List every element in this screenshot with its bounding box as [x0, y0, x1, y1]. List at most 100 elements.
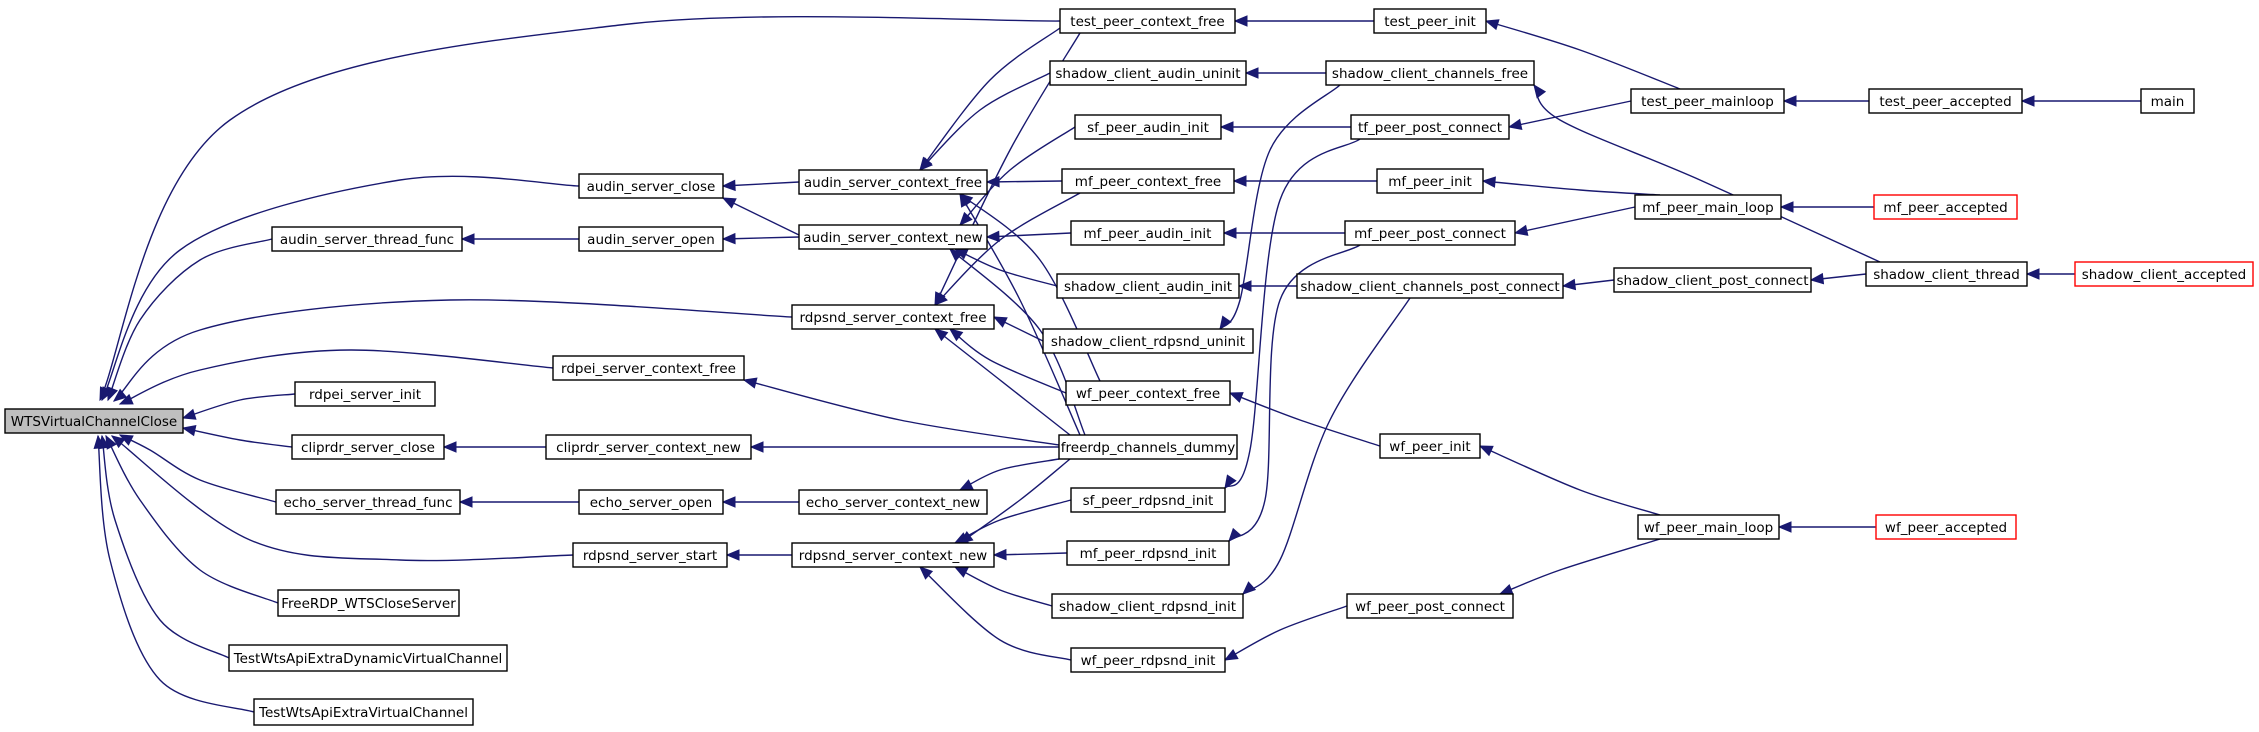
- edge-cliprdr-server-context-new-to-cliprdr-server-close: [442, 441, 546, 453]
- node-shadow-client-accepted[interactable]: shadow_client_accepted: [2074, 261, 2254, 287]
- node-test-peer-context-free[interactable]: test_peer_context_free: [1059, 8, 1236, 34]
- node-wf-peer-post-connect[interactable]: wf_peer_post_connect: [1346, 593, 1514, 619]
- node-box: [1061, 168, 1235, 194]
- node-audin-server-context-new[interactable]: audin_server_context_new: [798, 224, 988, 250]
- node-sf-peer-rdpsnd-init[interactable]: sf_peer_rdpsnd_init: [1070, 487, 1226, 513]
- node-label: wf_peer_main_loop: [1644, 520, 1773, 536]
- node-mf-peer-context-free[interactable]: mf_peer_context_free: [1061, 168, 1235, 194]
- edge-wf-peer-context-free-to-rdpsnd-server-context-free: [948, 328, 1067, 394]
- node-echo-server-thread-func[interactable]: echo_server_thread_func: [275, 489, 461, 515]
- node-box: [1066, 540, 1230, 566]
- edge-line: [1533, 84, 1881, 263]
- edge-test-peer-context-free-to-wtsvirtualchannelclose: [99, 15, 1061, 402]
- node-shadow-client-rdpsnd-init[interactable]: shadow_client_rdpsnd_init: [1051, 593, 1244, 619]
- arrowhead-icon: [1237, 280, 1252, 292]
- node-audin-server-open[interactable]: audin_server_open: [578, 226, 724, 252]
- node-shadow-client-post-connect[interactable]: shadow_client_post_connect: [1613, 267, 1812, 293]
- node-label: mf_peer_accepted: [1883, 200, 2007, 216]
- node-rdpsnd-server-context-free[interactable]: rdpsnd_server_context_free: [791, 304, 995, 330]
- node-echo-server-open[interactable]: echo_server_open: [578, 489, 724, 515]
- arrowhead-icon: [1223, 649, 1239, 661]
- node-mf-peer-rdpsnd-init[interactable]: mf_peer_rdpsnd_init: [1066, 540, 1230, 566]
- arrowhead-icon: [181, 408, 197, 420]
- node-rdpei-server-init[interactable]: rdpei_server_init: [294, 381, 436, 407]
- node-box: [277, 589, 460, 617]
- edge-line: [1485, 20, 1681, 90]
- arrowhead-icon: [2020, 95, 2035, 107]
- node-main[interactable]: main: [2140, 88, 2195, 114]
- edge-echo-server-thread-func-to-wtsvirtualchannelclose: [118, 434, 277, 503]
- edge-line: [959, 458, 1071, 544]
- arrowhead-icon: [110, 435, 126, 449]
- node-label: audin_server_open: [587, 232, 715, 248]
- node-wtsvirtualchannelclose: WTSVirtualChannelClose: [4, 408, 184, 434]
- node-cliprdr-server-close[interactable]: cliprdr_server_close: [291, 434, 445, 460]
- node-shadow-client-rdpsnd-uninit[interactable]: shadow_client_rdpsnd_uninit: [1042, 328, 1254, 354]
- node-shadow-client-audin-init[interactable]: shadow_client_audin_init: [1056, 273, 1240, 299]
- node-mf-peer-post-connect[interactable]: mf_peer_post_connect: [1344, 220, 1516, 246]
- node-audin-server-context-free[interactable]: audin_server_context_free: [798, 169, 988, 195]
- edge-audin-server-context-new-to-audin-server-open: [721, 232, 800, 245]
- edge-audin-server-thread-func-to-wtsvirtualchannelclose: [107, 238, 273, 402]
- node-sf-peer-audin-init[interactable]: sf_peer_audin_init: [1074, 114, 1222, 140]
- edge-cliprdr-server-close-to-wtsvirtualchannelclose: [181, 424, 293, 448]
- arrowhead-icon: [1228, 392, 1244, 403]
- node-test-peer-accepted[interactable]: test_peer_accepted: [1868, 88, 2023, 114]
- node-box: [1058, 434, 1238, 460]
- node-shadow-client-channels-post-connect[interactable]: shadow_client_channels_post_connect: [1296, 273, 1564, 299]
- node-mf-peer-audin-init[interactable]: mf_peer_audin_init: [1070, 220, 1225, 246]
- node-audin-server-close[interactable]: audin_server_close: [578, 173, 724, 199]
- node-rdpsnd-server-start[interactable]: rdpsnd_server_start: [572, 542, 728, 568]
- edge-mf-peer-post-connect-to-mf-peer-audin-init: [1222, 227, 1345, 239]
- node-testwtsapiextravirtualchannel[interactable]: TestWtsApiExtraVirtualChannel: [253, 698, 474, 726]
- edge-line: [182, 393, 296, 419]
- arrowhead-icon: [959, 211, 973, 226]
- node-label: mf_peer_rdpsnd_init: [1080, 546, 1217, 562]
- node-label: wf_peer_post_connect: [1355, 599, 1505, 615]
- node-box: [1065, 380, 1231, 406]
- node-mf-peer-main-loop[interactable]: mf_peer_main_loop: [1634, 194, 1782, 220]
- arrowhead-icon: [458, 496, 473, 508]
- arrowhead-icon: [992, 548, 1007, 561]
- node-label: mf_peer_init: [1388, 174, 1472, 190]
- node-tf-peer-post-connect[interactable]: tf_peer_post_connect: [1350, 114, 1510, 140]
- node-testwtsapiextradynamicvirtualchannel[interactable]: TestWtsApiExtraDynamicVirtualChannel: [228, 644, 508, 672]
- edge-mf-peer-context-free-to-rdpsnd-server-context-free: [934, 192, 1081, 306]
- node-shadow-client-channels-free[interactable]: shadow_client_channels_free: [1325, 60, 1535, 86]
- node-label: wf_peer_accepted: [1885, 520, 2007, 536]
- node-rdpsnd-server-context-new[interactable]: rdpsnd_server_context_new: [791, 542, 995, 568]
- node-wf-peer-accepted[interactable]: wf_peer_accepted: [1875, 514, 2017, 540]
- node-wf-peer-main-loop[interactable]: wf_peer_main_loop: [1637, 514, 1780, 540]
- node-wf-peer-init[interactable]: wf_peer_init: [1379, 433, 1481, 459]
- edge-line: [119, 434, 277, 503]
- edge-shadow-client-channels-post-connect-to-shadow-client-audin-init: [1237, 280, 1297, 292]
- node-shadow-client-audin-uninit[interactable]: shadow_client_audin_uninit: [1049, 60, 1247, 86]
- node-mf-peer-accepted[interactable]: mf_peer_accepted: [1873, 194, 2018, 220]
- node-box: [275, 489, 461, 515]
- node-echo-server-context-new[interactable]: echo_server_context_new: [798, 489, 988, 515]
- arrowhead-icon: [118, 393, 134, 405]
- node-wf-peer-context-free[interactable]: wf_peer_context_free: [1065, 380, 1231, 406]
- node-label: cliprdr_server_close: [301, 440, 435, 456]
- node-wf-peer-rdpsnd-init[interactable]: wf_peer_rdpsnd_init: [1070, 647, 1226, 673]
- node-label: wf_peer_context_free: [1076, 386, 1220, 402]
- node-box: [1325, 60, 1535, 86]
- node-box: [1059, 8, 1236, 34]
- edge-line: [1499, 538, 1661, 595]
- edge-mf-peer-init-to-mf-peer-context-free: [1232, 175, 1377, 187]
- node-test-peer-init[interactable]: test_peer_init: [1373, 8, 1487, 34]
- arrowhead-icon: [107, 386, 118, 402]
- node-shadow-client-thread[interactable]: shadow_client_thread: [1865, 261, 2028, 287]
- edge-line: [722, 236, 800, 240]
- node-cliprdr-server-context-new[interactable]: cliprdr_server_context_new: [545, 434, 752, 460]
- node-label: mf_peer_context_free: [1075, 174, 1221, 190]
- node-freerdp-channels-dummy[interactable]: freerdp_channels_dummy: [1058, 434, 1238, 460]
- node-test-peer-mainloop[interactable]: test_peer_mainloop: [1630, 88, 1785, 114]
- node-freerdp-wtscloseserver[interactable]: FreeRDP_WTSCloseServer: [277, 589, 460, 617]
- node-audin-server-thread-func[interactable]: audin_server_thread_func: [271, 226, 463, 252]
- node-rdpei-server-context-free[interactable]: rdpei_server_context_free: [552, 355, 745, 381]
- edge-wf-peer-main-loop-to-wf-peer-init: [1478, 445, 1661, 516]
- node-mf-peer-init[interactable]: mf_peer_init: [1376, 168, 1484, 194]
- node-box: [1042, 328, 1254, 354]
